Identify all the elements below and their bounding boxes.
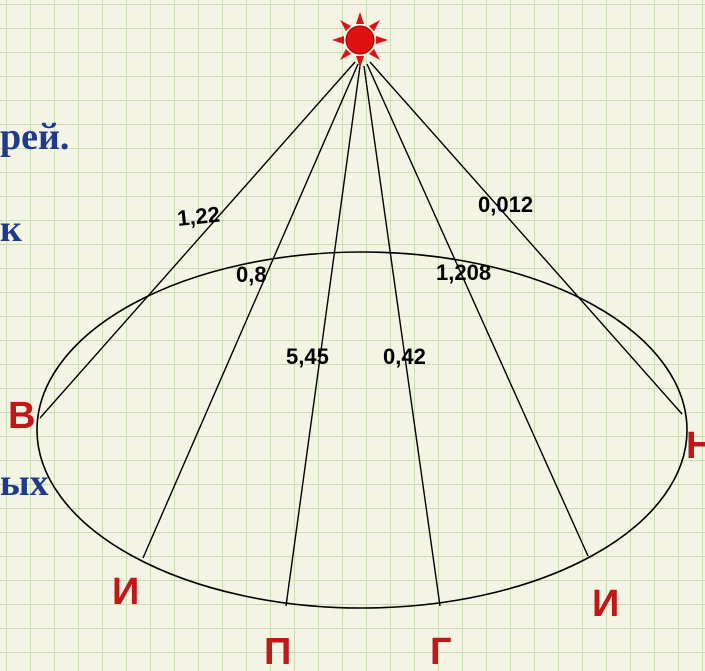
orbit-ellipse (36, 251, 688, 609)
ray-i-left (142, 63, 359, 559)
ray-p (285, 65, 361, 607)
distance-label-1: 1,22 (176, 202, 221, 231)
point-label-v: В (8, 395, 35, 437)
distance-label-3: 5,45 (286, 344, 329, 369)
ray-i-right (366, 63, 589, 557)
sun-icon (332, 12, 388, 68)
ray-n (369, 61, 683, 415)
distance-label-4: 0,42 (383, 344, 426, 369)
text-fragment-1: рей. (0, 116, 70, 158)
distance-label-6: 0,012 (478, 192, 533, 217)
point-label-n: Н (686, 425, 705, 467)
text-fragment-2: к (0, 208, 22, 250)
point-label-i-right: И (592, 583, 619, 625)
point-label-p: П (264, 631, 291, 671)
distance-label-2: 0,8 (236, 262, 267, 287)
text-fragment-3: ых (0, 462, 49, 504)
rays (39, 61, 683, 607)
point-label-g: Г (430, 631, 452, 671)
point-label-i-left: И (112, 571, 139, 613)
ray-v (39, 61, 356, 419)
ray-g (363, 65, 441, 607)
distance-label-5: 1,208 (436, 260, 491, 285)
